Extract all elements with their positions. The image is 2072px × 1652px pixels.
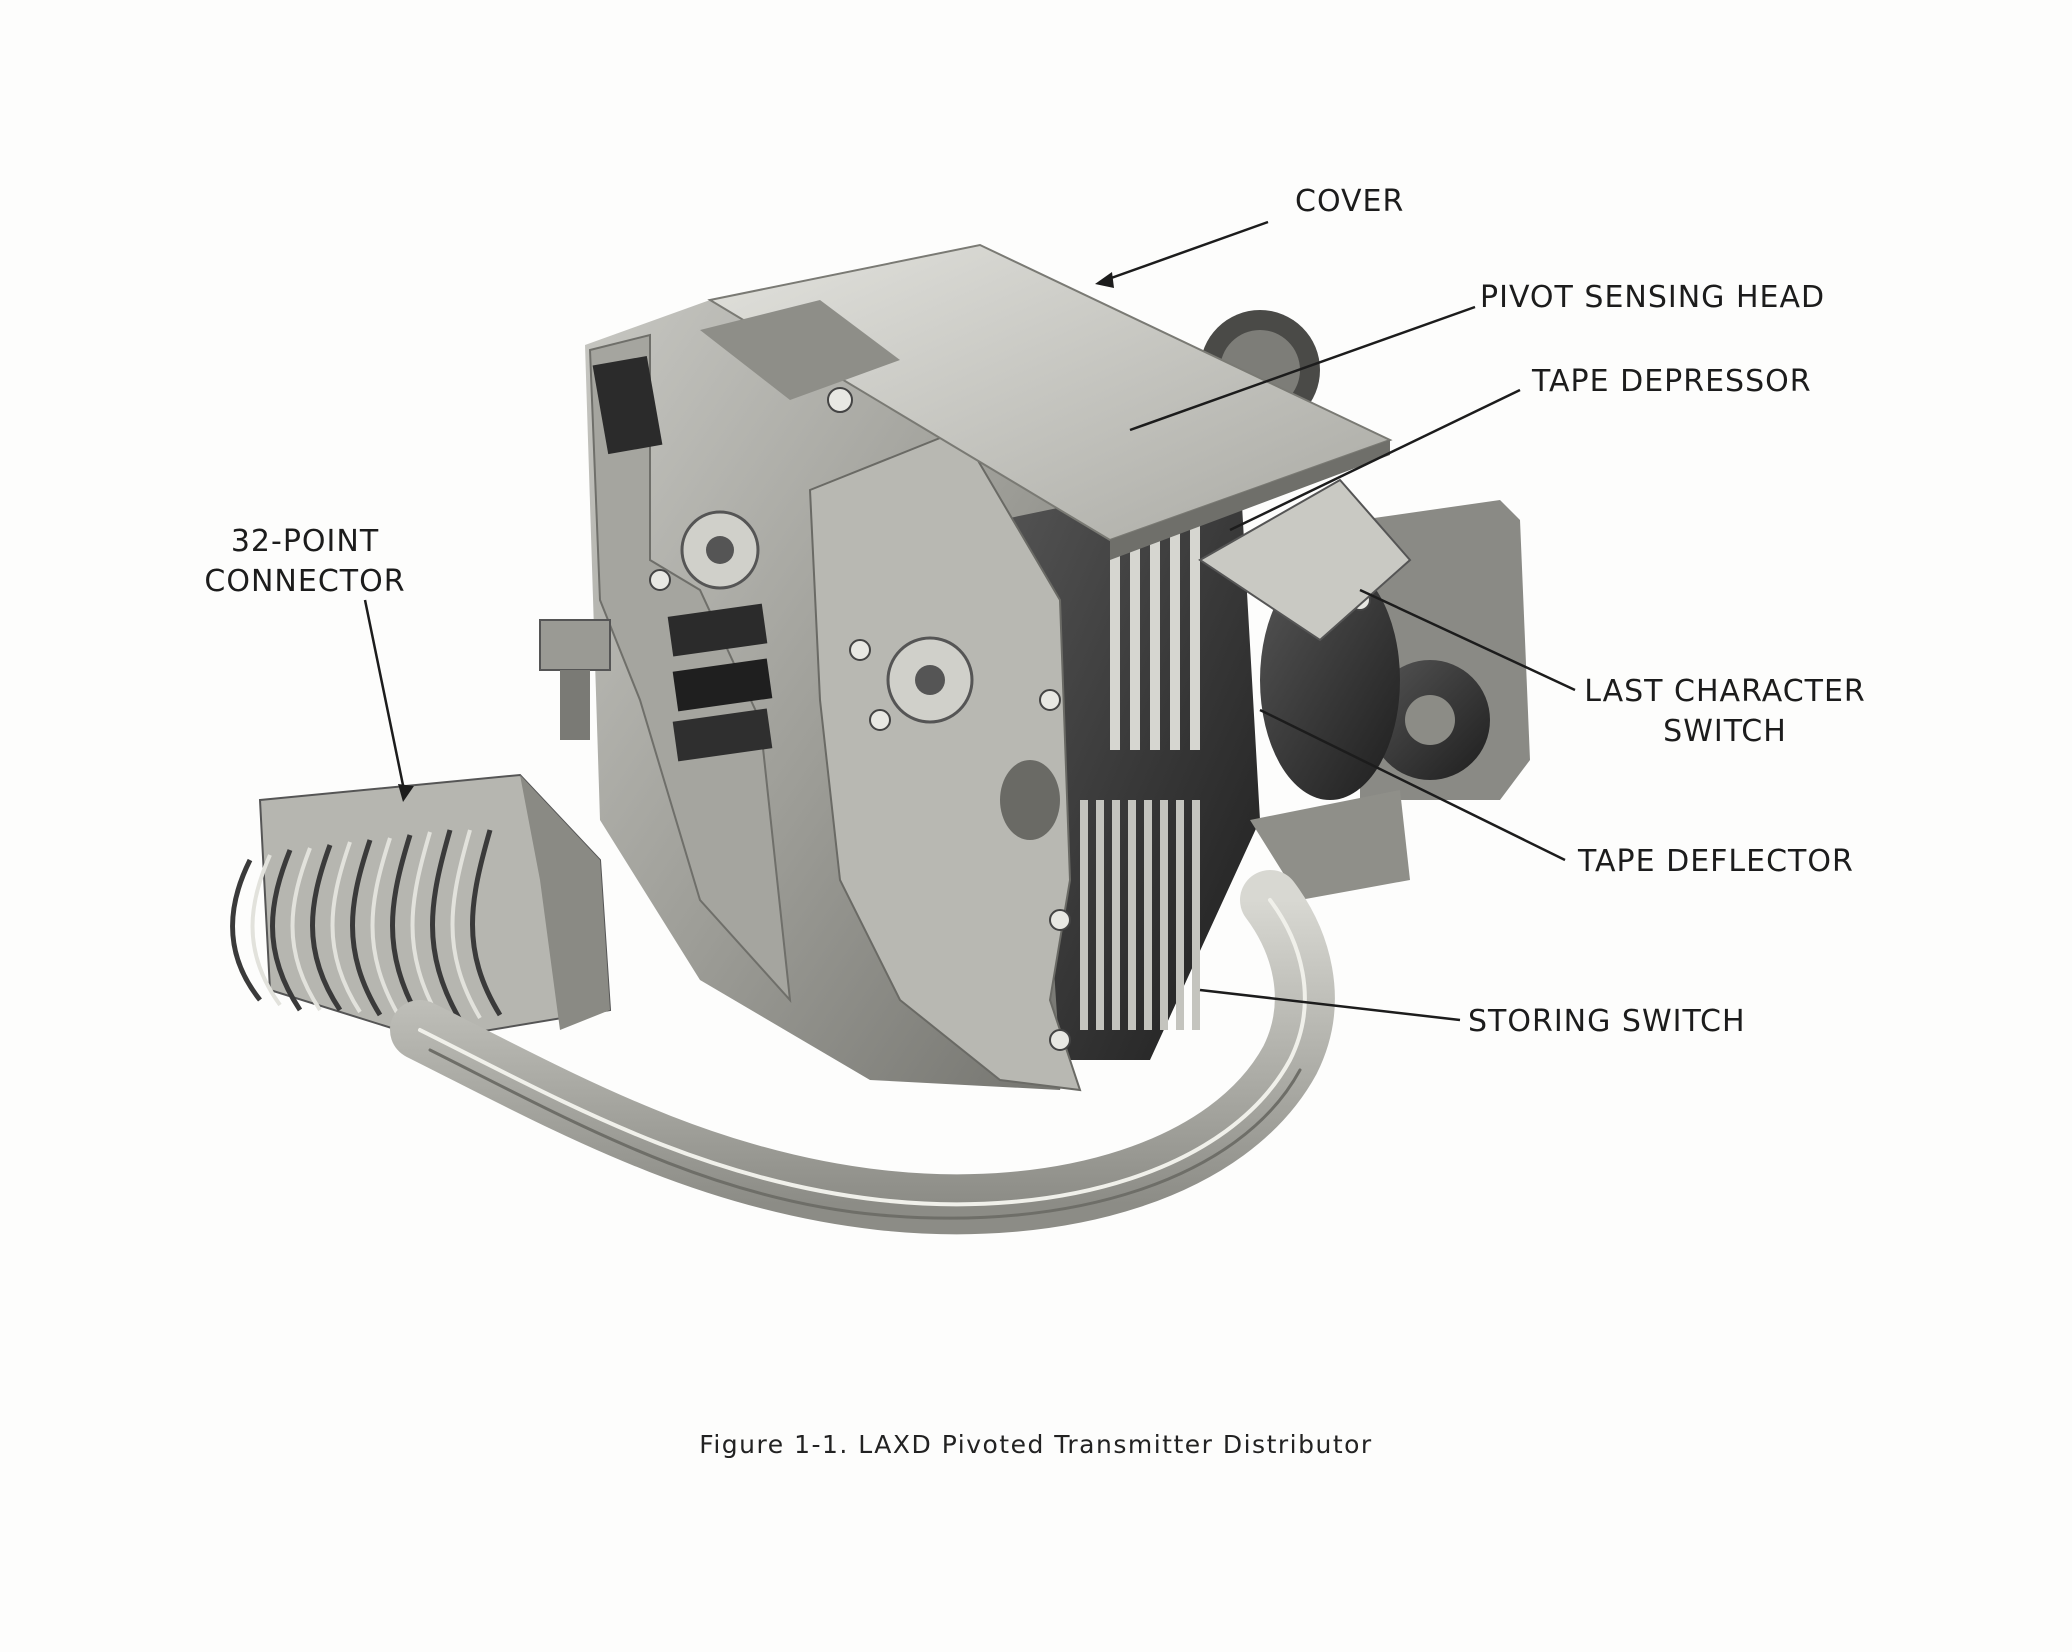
label-pivot-sensing-head: PIVOT SENSING HEAD bbox=[1480, 280, 1826, 315]
label-connector-line2: CONNECTOR bbox=[204, 564, 406, 599]
label-storing-switch: STORING SWITCH bbox=[1468, 1004, 1746, 1039]
connector-block bbox=[230, 773, 612, 1042]
label-last-character-line1: LAST CHARACTER bbox=[1584, 674, 1866, 709]
top-cover bbox=[700, 243, 1393, 560]
label-tape-depressor: TAPE DEPRESSOR bbox=[1532, 364, 1812, 399]
label-connector-line1: 32-POINT bbox=[230, 524, 380, 559]
leader-lines bbox=[363, 220, 1576, 1022]
arrowheads bbox=[398, 272, 1114, 802]
label-cover: COVER bbox=[1295, 184, 1405, 219]
cable-harness bbox=[390, 870, 1335, 1235]
label-last-character-line2: SWITCH bbox=[1663, 714, 1787, 749]
figure-caption: Figure 1-1. LAXD Pivoted Transmitter Dis… bbox=[699, 1430, 1373, 1459]
label-tape-deflector: TAPE DEFLECTOR bbox=[1578, 844, 1854, 879]
